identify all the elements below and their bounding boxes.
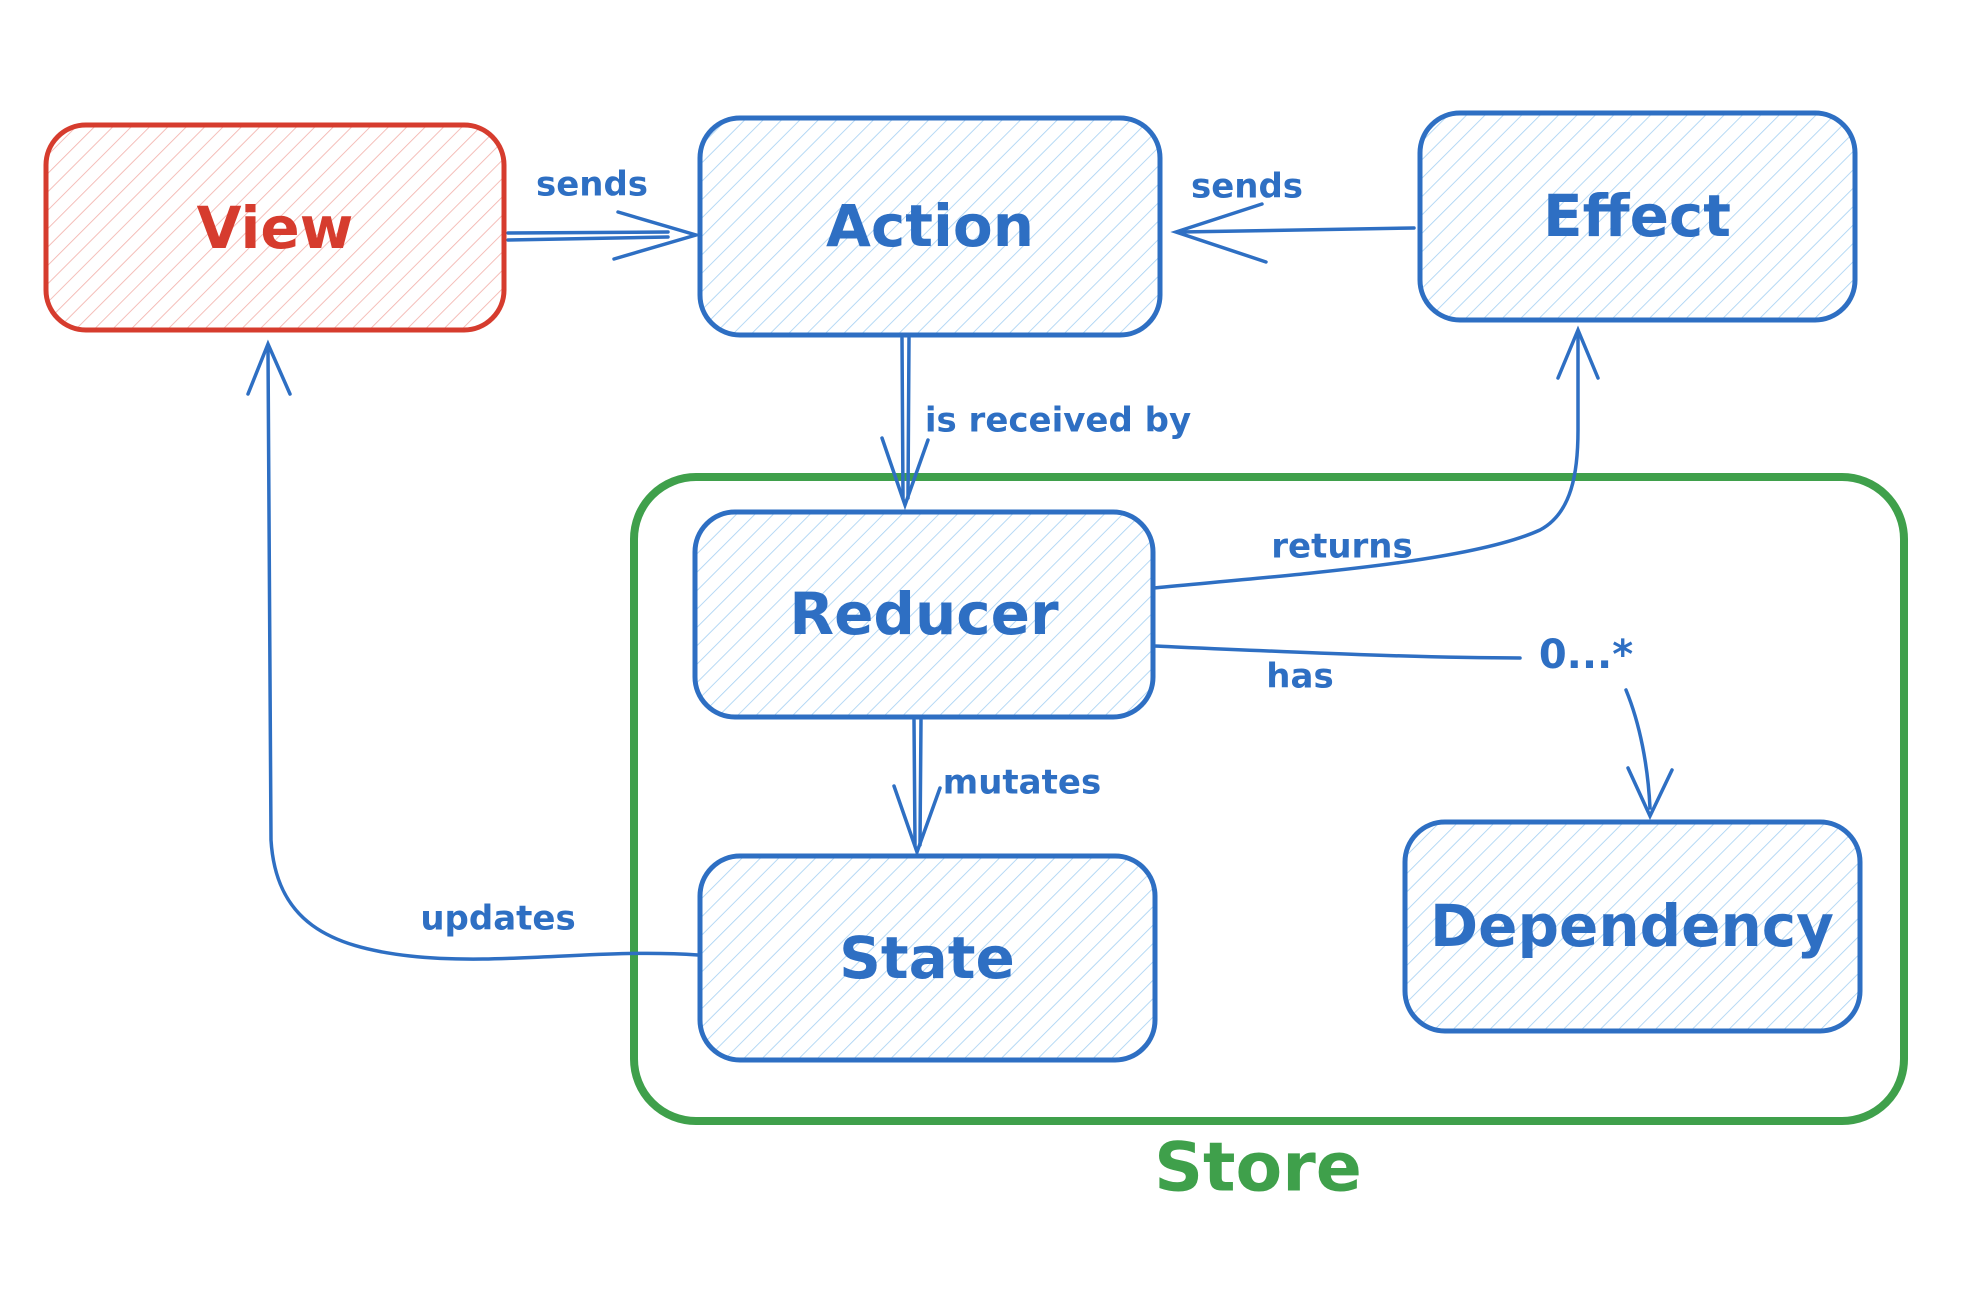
dependency-label: Dependency — [1430, 892, 1834, 960]
edge-reducer-returns-effect — [1152, 325, 1600, 590]
reducer-box — [692, 509, 1156, 720]
view-label: View — [197, 194, 354, 262]
view-box — [43, 122, 507, 333]
arrowhead-down-icon — [880, 436, 930, 511]
edge-view-sends-action — [506, 210, 703, 261]
dependency-box — [1402, 819, 1863, 1034]
edge-label-is-received-by: is received by — [925, 401, 1191, 441]
node-effect: Effect — [1417, 110, 1858, 323]
state-label: State — [839, 924, 1015, 992]
arrowhead-right-icon — [612, 210, 703, 261]
effect-box — [1417, 110, 1858, 323]
node-view: View — [43, 122, 507, 333]
effect-label: Effect — [1543, 182, 1731, 250]
edge-label-view-sends: sends — [536, 165, 648, 205]
edge-label-mutates: mutates — [943, 763, 1101, 803]
node-dependency: Dependency — [1402, 819, 1863, 1034]
edge-label-effect-sends: sends — [1191, 167, 1303, 207]
arrowhead-down-icon — [892, 784, 942, 858]
edge-multiplicity-label: 0...* — [1539, 632, 1633, 678]
arrowhead-left-icon — [1170, 202, 1268, 264]
state-box — [697, 853, 1158, 1063]
edge-label-updates: updates — [420, 899, 575, 939]
arrowhead-up-icon — [246, 339, 292, 396]
arrowhead-up-icon — [1556, 325, 1600, 380]
node-reducer: Reducer — [692, 509, 1156, 720]
reducer-label: Reducer — [789, 580, 1059, 648]
store-box — [630, 473, 1908, 1125]
edge-action-reducer — [880, 336, 930, 511]
edge-label-returns: returns — [1271, 527, 1413, 567]
store-container: Store — [630, 473, 1908, 1208]
edge-state-updates-view — [246, 339, 700, 961]
action-label: Action — [826, 192, 1034, 260]
action-box — [697, 115, 1163, 338]
edge-effect-sends-action — [1170, 202, 1416, 264]
edge-label-has: has — [1266, 657, 1333, 697]
arrowhead-down-icon — [1626, 766, 1674, 821]
node-state: State — [697, 853, 1158, 1063]
store-label: Store — [1154, 1129, 1362, 1208]
node-action: Action — [697, 115, 1163, 338]
edge-reducer-has-dependency — [1152, 644, 1674, 821]
edge-reducer-mutates-state — [892, 718, 942, 858]
